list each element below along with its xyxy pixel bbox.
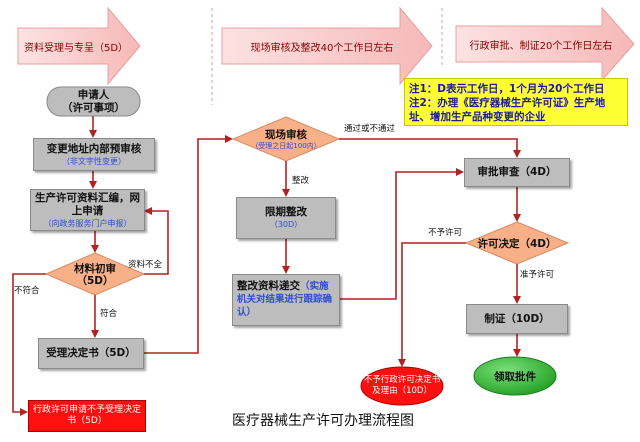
- compile-node: 生产许可资料汇编，网上申请 （向政务服务门户申报）: [30, 189, 145, 231]
- no-permit-oval: [360, 366, 444, 406]
- diagram-caption: 医疗器械生产许可办理流程图: [232, 413, 414, 429]
- rectify-title: 限期整改: [265, 206, 307, 218]
- acceptance-node: 受理决定书（5D）: [38, 338, 144, 369]
- label-no-permit: 不予许可: [428, 228, 463, 238]
- initial-review-title: 材料初审: [74, 263, 116, 275]
- applicant-sub: （许可事项）: [62, 101, 125, 114]
- compile-title: 生产许可资料汇编，网上申请: [35, 191, 140, 217]
- edge-pass-or-not: [339, 138, 521, 158]
- label-incomplete: 资料不全: [128, 260, 163, 270]
- rectify-node: 限期整改 （30D）: [236, 197, 336, 239]
- reject-notice-title: 行政许可申请不予受理决定书（5D）: [32, 405, 141, 426]
- reject-notice-node: 行政许可申请不予受理决定书（5D）: [28, 400, 146, 432]
- no-permit-sub: 及理由（10D）: [372, 386, 432, 396]
- prereview-title: 变更地址内部预审核: [46, 142, 142, 155]
- initial-review-sub: （5D）: [76, 275, 114, 287]
- approval-review-node: 审批审查（4D）: [464, 158, 570, 187]
- applicant-node: 申请人 （许可事项）: [47, 87, 140, 116]
- onsite-audit-sub: （受理之日起100内）: [251, 141, 321, 150]
- rectify-sub: （30D）: [269, 220, 303, 229]
- stage2-banner-arrow: [221, 6, 433, 86]
- stage3-banner-label: 行政审批、制证20个工作日左右: [469, 40, 613, 52]
- submit-rectify-sub: （实施机关对结果进行跟踪确认）: [237, 281, 333, 318]
- label-rectify: 整改: [292, 176, 310, 186]
- label-not-conform: 不符合: [14, 286, 40, 296]
- stage1-banner-arrow: [17, 6, 141, 86]
- edge-acceptance-audit: [144, 135, 233, 354]
- certificate-node: 制证（10D）: [466, 304, 568, 334]
- applicant-title: 申请人: [77, 88, 110, 101]
- certificate-title: 制证（10D）: [484, 312, 550, 325]
- label-pass-or-not: 通过或不通过: [344, 124, 396, 134]
- edge-no-permit: [398, 242, 466, 367]
- stage3-banner-arrow: [455, 6, 635, 82]
- no-permit-node: 不予行政许可决定书 及理由（10D）: [362, 372, 442, 400]
- onsite-audit-node: 现场审核 （受理之日起100内）: [243, 127, 329, 153]
- stage1-banner-label: 资料受理与专呈（5D）: [23, 42, 129, 54]
- collect-title: 领取批件: [494, 370, 536, 383]
- collect-oval: [473, 356, 557, 396]
- stage2-banner-label: 现场审核及整改40个工作日左右: [250, 42, 394, 54]
- collect-node: 领取批件: [474, 367, 556, 385]
- compile-sub: （向政务服务门户申报）: [43, 218, 132, 228]
- permit-decision-title: 许可决定（4D）: [477, 237, 557, 250]
- prereview-sub: （非文字性变更）: [62, 156, 126, 166]
- note-box: 注1：D表示工作日，1个月为20个工作日 注2：办理《医疗器械生产许可证》生产地…: [404, 78, 628, 126]
- approval-review-title: 审批审查（4D）: [477, 166, 557, 178]
- submit-rectify-node: 整改资料递交（实施机关对结果进行跟踪确认）: [232, 274, 340, 326]
- submit-rectify-title: 整改资料递交: [237, 280, 300, 292]
- label-permit: 准予许可: [520, 270, 555, 280]
- initial-review-node: 材料初审 （5D）: [56, 262, 134, 288]
- edge-submit-approval: [340, 168, 464, 300]
- acceptance-title: 受理决定书（5D）: [46, 347, 136, 359]
- onsite-audit-title: 现场审核: [265, 128, 307, 141]
- edge-incomplete-loop: [144, 207, 169, 275]
- label-conform: 符合: [100, 309, 118, 319]
- no-permit-title: 不予行政许可决定书: [363, 375, 441, 385]
- permit-decision-node: 许可决定（4D）: [472, 234, 562, 252]
- note-line-1: 注1：D表示工作日，1个月为20个工作日: [409, 83, 605, 95]
- note-line-2: 注2：办理《医疗器械生产许可证》生产地址、增加生产品种变更的企业: [409, 97, 606, 123]
- edge-not-conform: [12, 273, 46, 416]
- prereview-node: 变更地址内部预审核 （非文字性变更）: [33, 138, 155, 171]
